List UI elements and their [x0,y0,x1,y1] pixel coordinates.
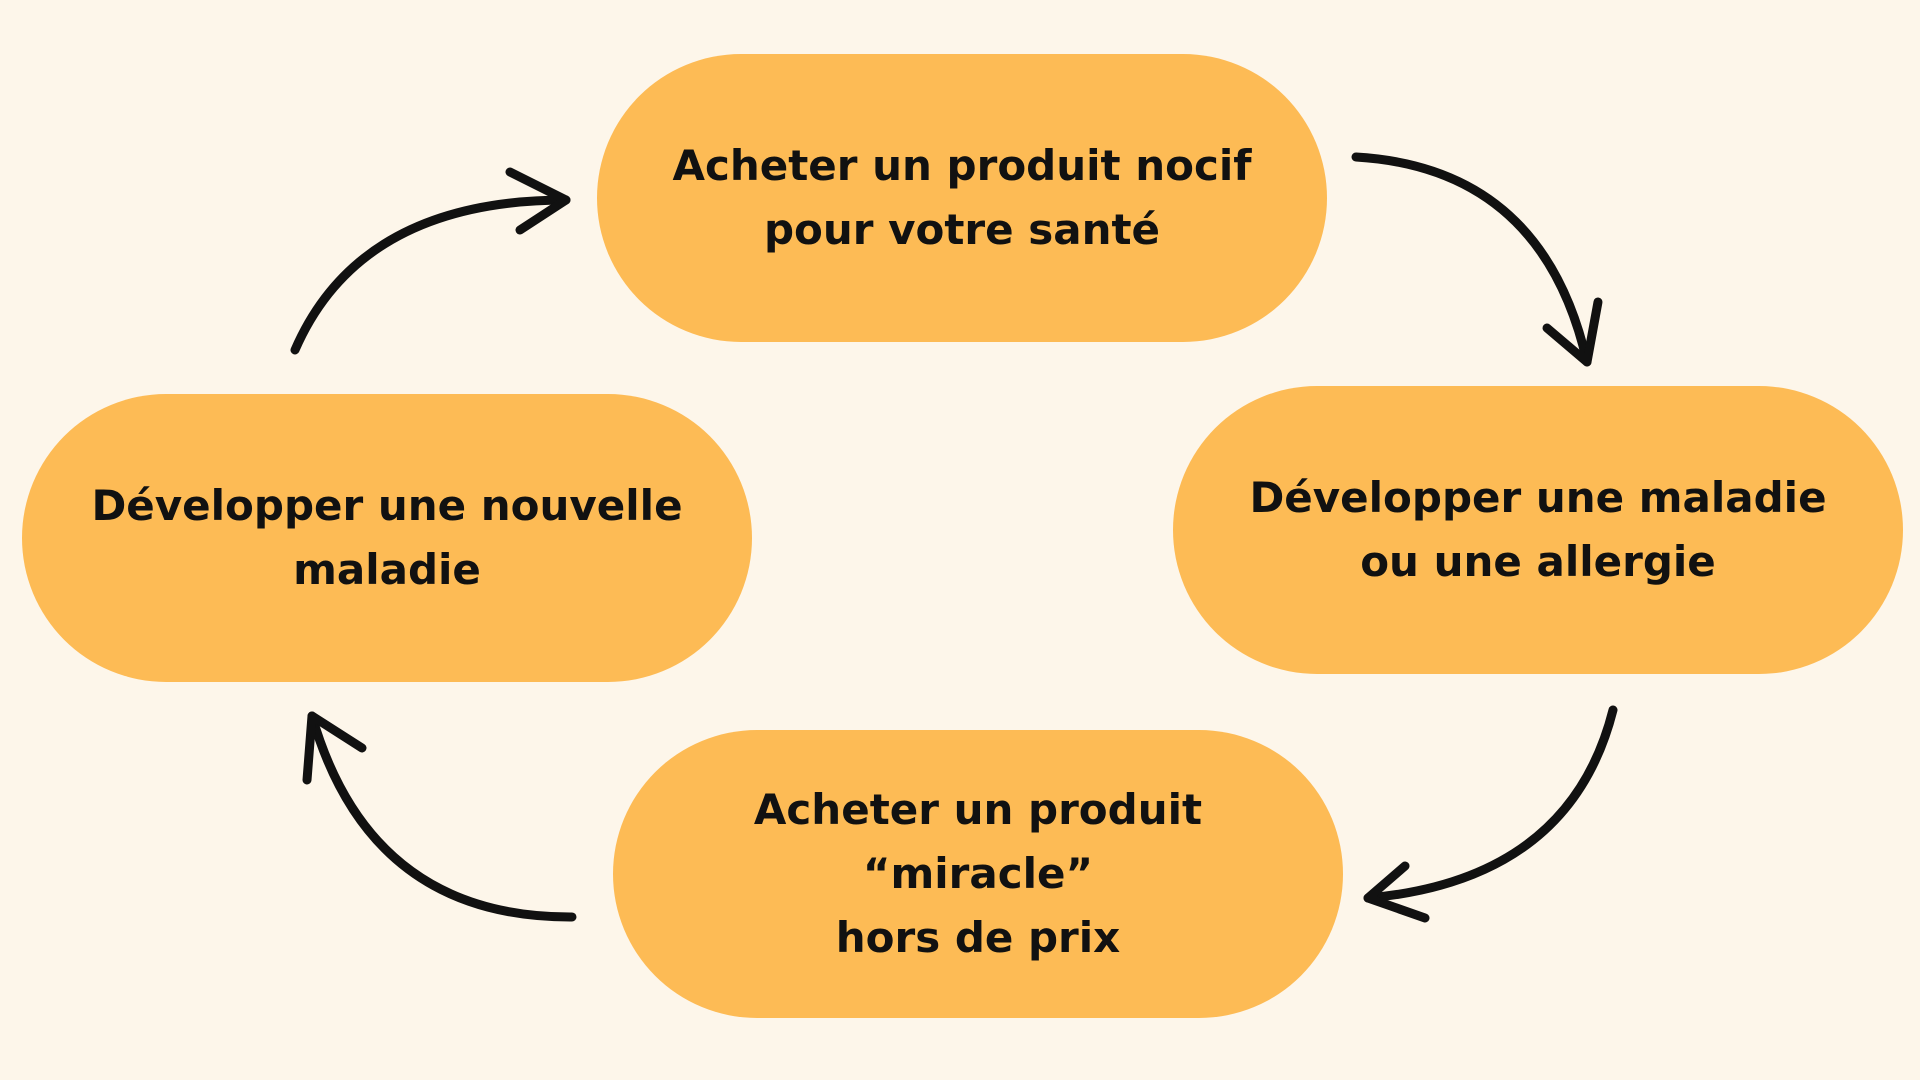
arrow-left-to-top [290,167,571,355]
node-left: Développer une nouvelle maladie [22,394,752,682]
node-left-label: Développer une nouvelle maladie [91,481,683,594]
node-right: Développer une maladie ou une allergie [1173,386,1903,674]
arrow-bottom-to-left [302,711,577,922]
node-top-label: Acheter un produit nocif pour votre sant… [672,141,1252,254]
node-bottom-label: Acheter un produit “miracle” hors de pri… [753,785,1203,962]
arrow-right-to-bottom [1363,705,1618,923]
arrow-top-to-right [1351,152,1603,367]
node-right-label: Développer une maladie ou une allergie [1249,473,1827,586]
node-bottom: Acheter un produit “miracle” hors de pri… [613,730,1343,1018]
node-top: Acheter un produit nocif pour votre sant… [597,54,1327,342]
